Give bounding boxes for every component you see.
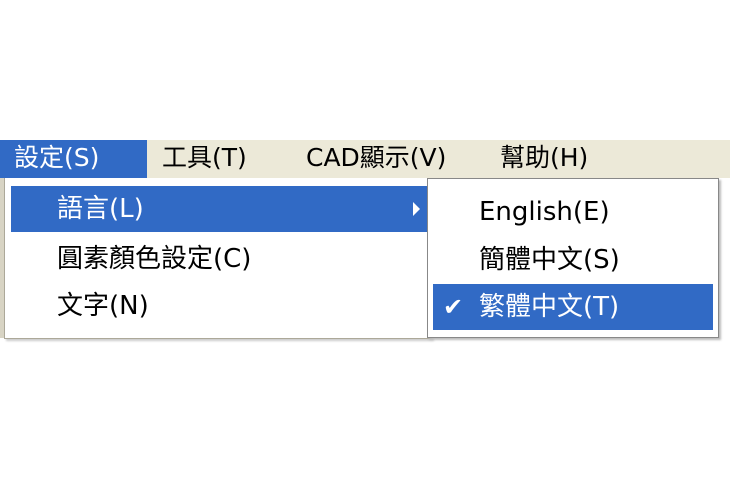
menu-item-label: 簡體中文(S) [479,245,620,275]
language-english[interactable]: English(E) [433,189,713,235]
language-submenu: English(E) 簡體中文(S) ✔ 繁體中文(T) [427,178,719,338]
menu-item-label: 文字(N) [57,291,149,321]
checkmark-icon: ✔ [443,293,464,321]
window-edge [0,178,4,338]
menu-item-text[interactable]: 文字(N) [11,283,429,329]
menu-item-label: English(E) [479,197,610,227]
submenu-arrow-icon [413,202,420,216]
menu-item-label: 圓素顏色設定(C) [57,244,252,274]
menu-item-language[interactable]: 語言(L) [11,186,429,232]
menu-bar: 設定(S) 工具(T) CAD顯示(V) 幫助(H) [0,140,730,178]
menu-item-element-color[interactable]: 圓素顏色設定(C) [11,236,429,282]
menu-tools[interactable]: 工具(T) [162,143,247,172]
language-simplified-chinese[interactable]: 簡體中文(S) [433,237,713,283]
menu-settings[interactable]: 設定(S) [0,140,147,178]
menu-item-label: 繁體中文(T) [479,292,620,322]
menu-help[interactable]: 幫助(H) [500,143,589,172]
menu-cad-display[interactable]: CAD顯示(V) [306,143,447,172]
language-traditional-chinese[interactable]: ✔ 繁體中文(T) [433,284,713,330]
settings-dropdown: 語言(L) 圓素顏色設定(C) 文字(N) [4,178,432,339]
menu-item-label: 語言(L) [57,194,144,224]
